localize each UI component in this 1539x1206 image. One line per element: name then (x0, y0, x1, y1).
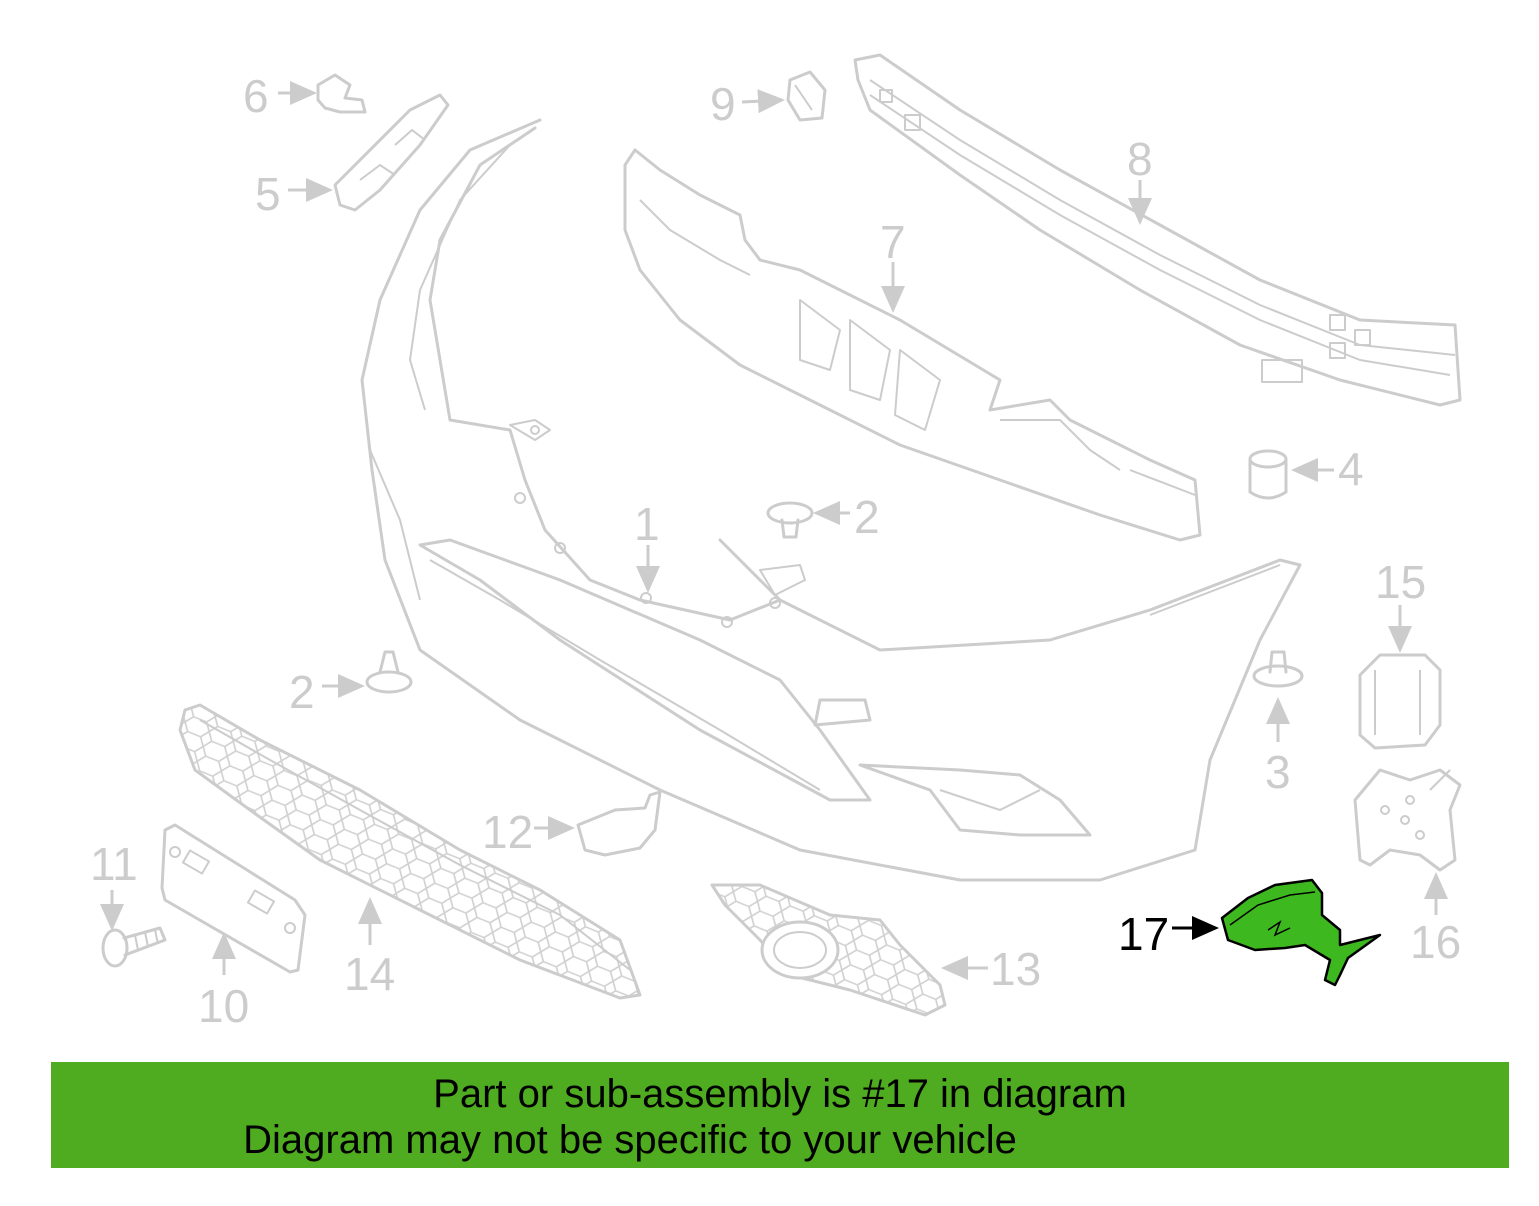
reinforcement-bar-part (853, 53, 1462, 407)
callout-1: 1 (634, 498, 660, 550)
screw-part-11 (101, 926, 167, 968)
callout-9: 9 (710, 78, 736, 130)
bracket-part-15 (1358, 653, 1442, 750)
callout-12: 12 (482, 806, 533, 858)
banner-part-number-line: Part or sub-assembly is #17 in diagram (433, 1072, 1127, 1116)
bracket-part-16 (1353, 768, 1462, 872)
callout-3: 3 (1265, 746, 1291, 798)
callout-15: 15 (1375, 556, 1426, 608)
license-bracket-part-10 (160, 823, 307, 974)
callout-16: 16 (1410, 916, 1461, 968)
callout-4: 4 (1338, 443, 1364, 495)
callout-5: 5 (255, 168, 281, 220)
callout-13: 13 (990, 943, 1041, 995)
callout-8: 8 (1127, 133, 1153, 185)
callout-11: 11 (90, 838, 138, 890)
callout-10: 10 (198, 980, 249, 1032)
banner-disclaimer-line: Diagram may not be specific to your vehi… (243, 1118, 1017, 1162)
info-banner: Part or sub-assembly is #17 in diagram D… (51, 1062, 1509, 1168)
callout-2-upper: 2 (854, 491, 880, 543)
callout-14: 14 (344, 948, 395, 1000)
bolt-part-6 (316, 73, 367, 114)
clip-part-9 (786, 70, 827, 122)
tow-hook-cover-part-12 (576, 790, 662, 857)
sensor-bracket-part-17-highlighted (1220, 878, 1382, 987)
bracket-part-5 (333, 93, 450, 212)
cap-part-4 (1248, 449, 1288, 500)
parts-diagram: 1 7 8 9 6 5 (90, 53, 1462, 1032)
bumper-cover-part (360, 118, 1302, 882)
push-clip-part-2-lower (365, 650, 413, 694)
callout-17: 17 (1118, 908, 1169, 960)
push-clip-part-3 (1252, 650, 1304, 688)
callout-7: 7 (880, 216, 906, 268)
callout-6: 6 (243, 70, 269, 122)
callout-2-lower: 2 (289, 666, 315, 718)
lower-grille-part-14 (178, 703, 642, 1000)
fog-lamp-bezel-part-13 (710, 883, 947, 1017)
push-clip-part-2-upper (766, 501, 814, 539)
energy-absorber-part (623, 148, 1202, 542)
